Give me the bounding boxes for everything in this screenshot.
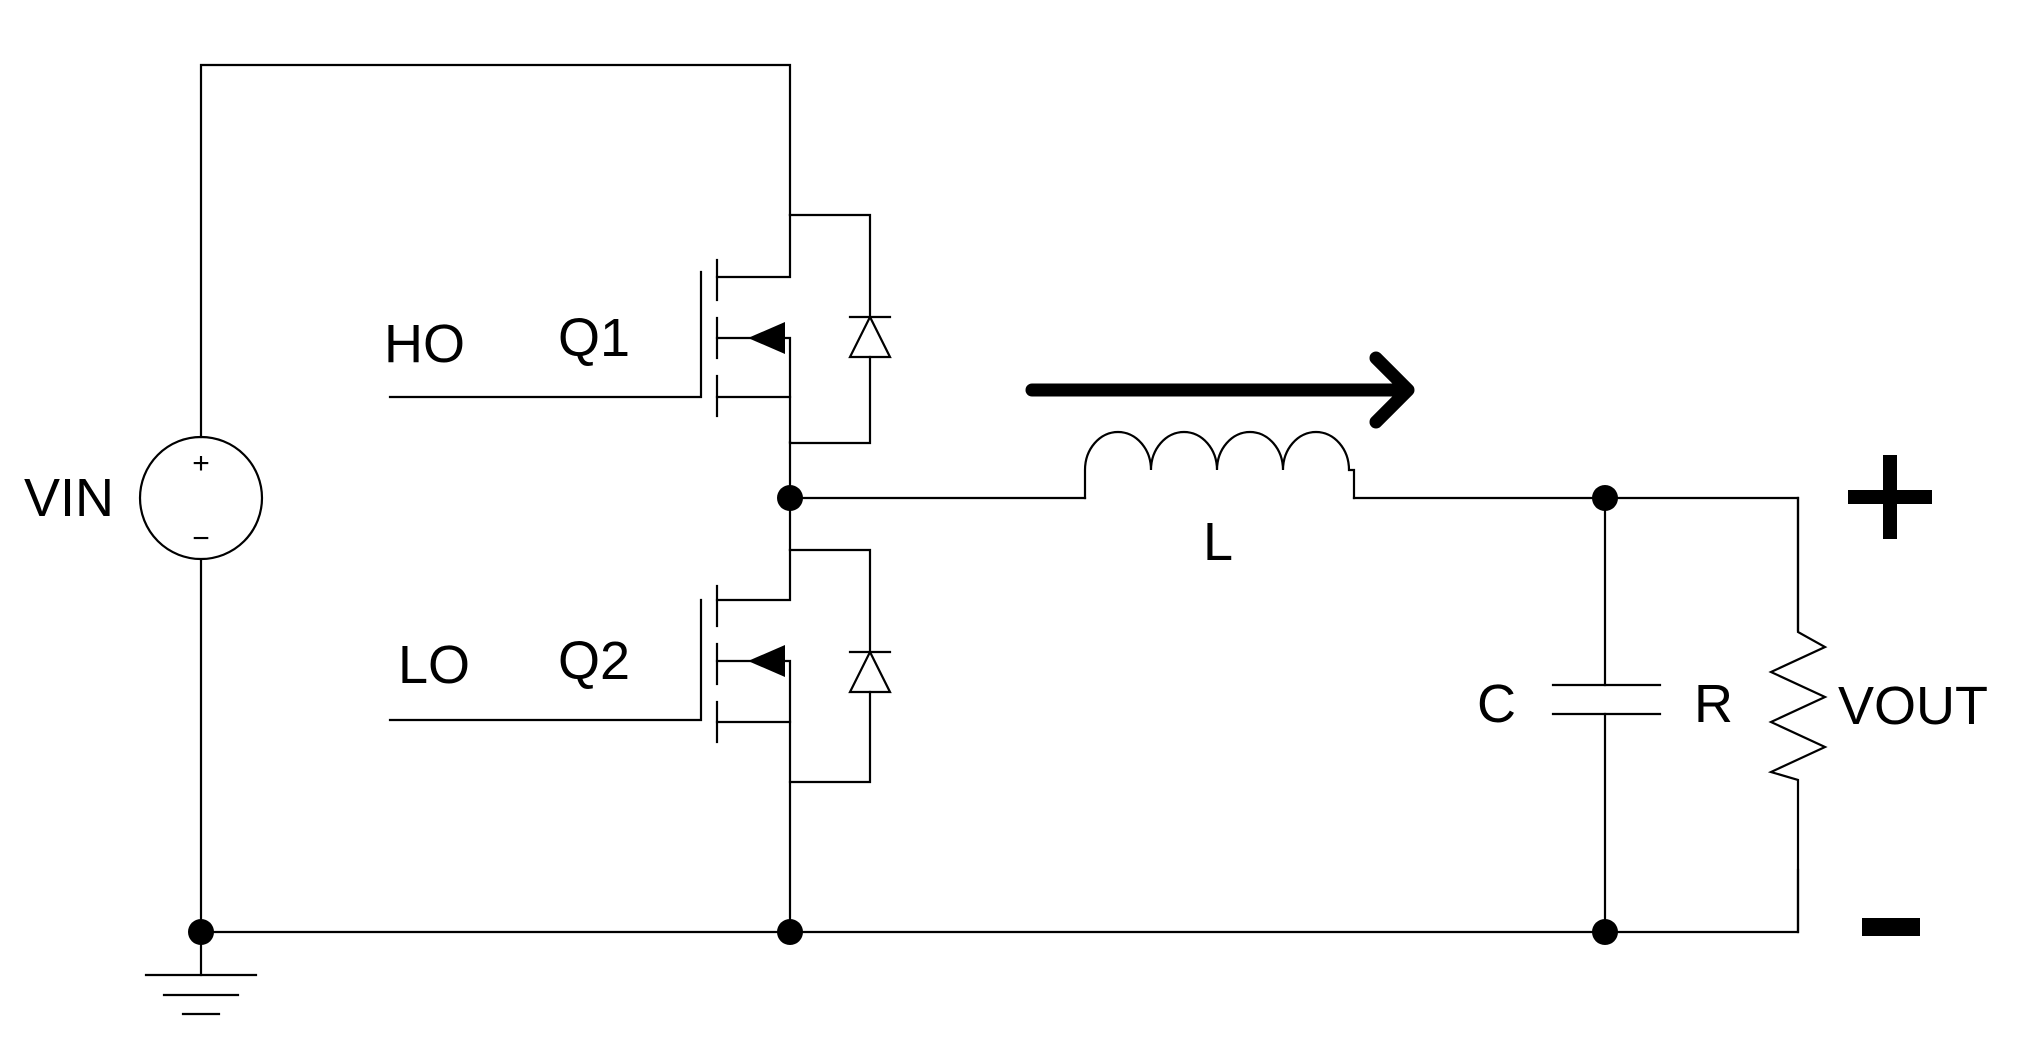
wire-vin-top (199, 63, 792, 439)
junction-gnd-right (1592, 919, 1618, 945)
wire-ground-rail (199, 868, 1800, 934)
wire-l-to-out (1352, 496, 1800, 632)
junction-output-node (1592, 485, 1618, 511)
current-arrow-icon (1025, 351, 1415, 429)
q1-body-arrow-icon (748, 322, 785, 354)
ho-label: HO (384, 314, 465, 374)
inductor-coil (1083, 430, 1356, 500)
q2-diode-icon (848, 649, 892, 694)
q2-label: Q2 (558, 631, 630, 691)
ho-gate-wire (388, 270, 703, 399)
lo-gate-wire (388, 598, 703, 722)
vout-label: VOUT (1838, 676, 1988, 736)
junction-gnd-left (188, 919, 214, 945)
c-label: C (1477, 674, 1516, 734)
junction-switch-node (777, 485, 803, 511)
wires (199, 63, 1800, 934)
vin-plus-sign: + (192, 447, 210, 480)
vout-minus-icon (1862, 918, 1920, 936)
vin-source: + − (138, 435, 264, 561)
capacitor-c (1551, 496, 1662, 934)
lo-label: LO (398, 635, 470, 695)
vin-minus-sign: − (192, 522, 210, 555)
junction-gnd-mid (777, 919, 803, 945)
q1-label: Q1 (558, 308, 630, 368)
junction-dots (188, 485, 1618, 945)
resistor-zigzag (1767, 496, 1828, 934)
resistor-r (1767, 496, 1828, 934)
q1-diode-icon (848, 314, 892, 359)
inductor-l (1083, 430, 1356, 500)
q2-body-arrow-icon (748, 645, 785, 677)
q1-mosfet (388, 213, 892, 445)
vin-source-circle (138, 435, 264, 561)
vout-plus-icon (1848, 455, 1932, 539)
q2-mosfet (388, 496, 892, 784)
r-label: R (1694, 674, 1733, 734)
l-label: L (1203, 512, 1233, 572)
vin-label: VIN (24, 468, 114, 528)
